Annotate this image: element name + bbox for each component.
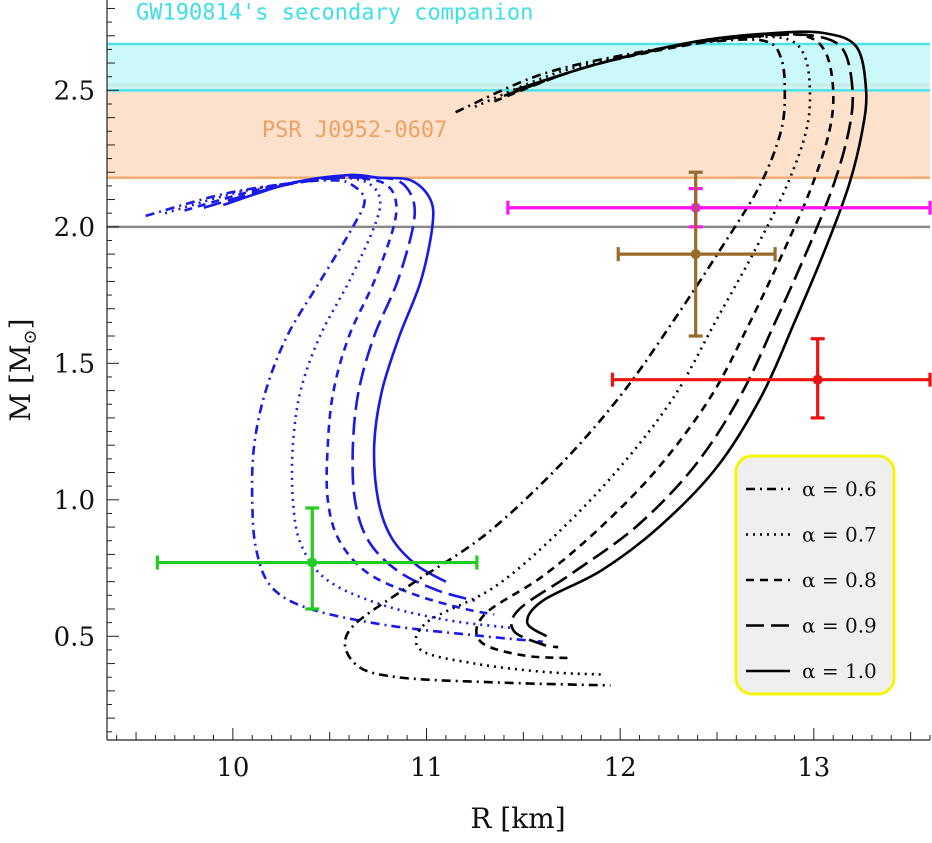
y-axis-title-close: ] (4, 318, 37, 329)
band-layer (107, 42, 930, 179)
y-tick-label: 2.0 (54, 213, 95, 243)
x-tick-label: 12 (604, 753, 637, 783)
error-point-red (610, 337, 932, 420)
black-curve-alpha-0.7 (414, 35, 812, 676)
legend-label: α = 0.8 (802, 568, 877, 592)
blue-curve-alpha-0.7 (164, 176, 514, 630)
x-tick-label: 10 (216, 753, 249, 783)
black-curve-alpha-0.9 (503, 33, 855, 649)
error-point-brown (616, 170, 777, 338)
series-layer (145, 30, 868, 687)
y-tick-label: 1.0 (54, 486, 95, 516)
band-label-0: PSR J0952-0607 (262, 118, 447, 143)
x-axis-title: R [km] (470, 802, 565, 835)
y-tick-label: 1.5 (54, 349, 95, 379)
black-curve-alpha-0.8 (475, 32, 835, 660)
legend-box (734, 454, 896, 696)
error-center-green (307, 557, 318, 568)
error-bar-layer (155, 170, 932, 611)
black-curve-alpha-1.0 (513, 30, 868, 638)
legend: α = 0.6 α = 0.7 α = 0.8 α = 0.9 α = 1.0 (734, 454, 896, 696)
blue-curve-alpha-1.0 (222, 173, 447, 583)
y-axis-title: M [M⊙] (4, 318, 41, 421)
band-label-1: GW190814's secondary companion (136, 0, 533, 25)
y-tick-label: 0.5 (54, 622, 95, 652)
legend-label: α = 0.6 (802, 477, 877, 501)
x-tick-label: 13 (797, 753, 830, 783)
y-axis-title-main: M [M (4, 344, 37, 421)
band-0 (107, 84, 930, 178)
error-center-brown (690, 249, 701, 260)
error-point-green (155, 506, 479, 611)
error-center-red (812, 374, 823, 385)
blue-curve-alpha-0.9 (203, 175, 476, 603)
legend-label: α = 0.9 (802, 614, 877, 638)
legend-label: α = 1.0 (802, 659, 877, 683)
blue-curve-alpha-0.8 (184, 175, 495, 616)
axes-layer: 10 11 12 13 0.5 1.0 1.5 2.0 2.5 (54, 0, 931, 783)
y-axis-title-sub: ⊙ (20, 329, 41, 344)
blue-curve-alpha-0.6 (145, 179, 543, 643)
label-layer: PSR J0952-0607 GW190814's secondary compa… (136, 0, 533, 142)
x-tick-label: 11 (410, 753, 443, 783)
black-curve-alpha-0.6 (343, 38, 787, 687)
y-tick-label: 2.5 (54, 76, 95, 106)
error-point-magenta (506, 187, 932, 229)
legend-label: α = 0.7 (802, 523, 877, 547)
